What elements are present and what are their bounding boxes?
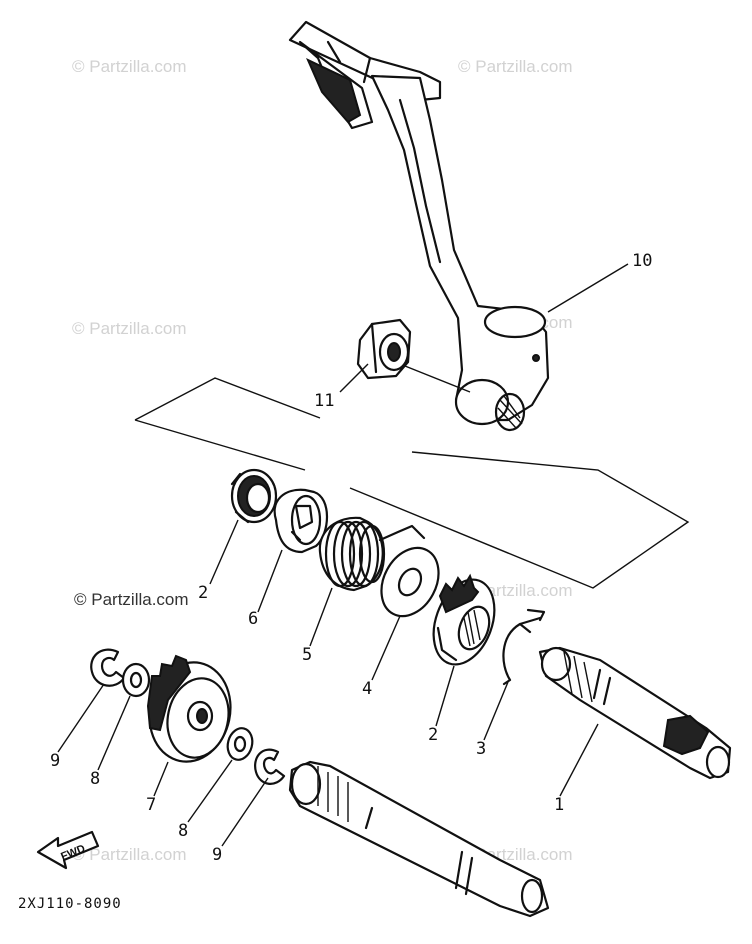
watermark: © Partzilla.com: [72, 319, 187, 338]
washer-part-4: [380, 546, 440, 618]
callout-label: 9: [50, 751, 60, 771]
callout-label: 7: [146, 795, 156, 815]
callout-label: 8: [178, 821, 188, 841]
callout-label: 6: [248, 609, 258, 629]
leader-line: [404, 365, 471, 393]
circlip-part-9: [90, 648, 126, 687]
callout-label: 11: [314, 391, 334, 411]
clip-part-3: [502, 608, 546, 686]
callout-label: 5: [302, 645, 312, 665]
callout-label: 1: [554, 795, 564, 815]
watermark: © Partzilla.com: [72, 845, 187, 864]
idler-gear-part-7: [146, 654, 232, 763]
callout-label: 8: [90, 769, 100, 789]
callout-label: 10: [632, 251, 652, 271]
part-code: 2XJ110-8090: [18, 896, 122, 912]
torsion-spring-part-5: [318, 516, 426, 592]
callout-label: 2: [198, 583, 208, 603]
watermark: © Partzilla.com: [458, 57, 573, 76]
washer-part-8: [121, 662, 151, 698]
watermark: © Partzilla.com: [72, 57, 187, 76]
kick-lever-part-10: [288, 20, 550, 432]
output-shaft: [288, 760, 550, 918]
kick-shaft-part-1: [538, 646, 732, 780]
callouts: 10 11 2 6 5 4 2 3 1 9 8 7 8 9: [50, 251, 652, 865]
watermark: © Partzilla.com: [74, 590, 189, 609]
oil-seal-part-2: [230, 468, 278, 524]
assembly-outline: [134, 377, 690, 589]
nut-part-11: [356, 318, 412, 380]
kick-gear-part-2: [432, 573, 496, 666]
callout-label: 3: [476, 739, 486, 759]
callout-label: 2: [428, 725, 438, 745]
callout-label: 4: [362, 679, 372, 699]
callout-label: 9: [212, 845, 222, 865]
spring-guide-part-6: [273, 488, 328, 554]
washer-part-8: [226, 727, 254, 761]
circlip-part-9: [254, 748, 286, 785]
leader-lines: [57, 263, 629, 847]
